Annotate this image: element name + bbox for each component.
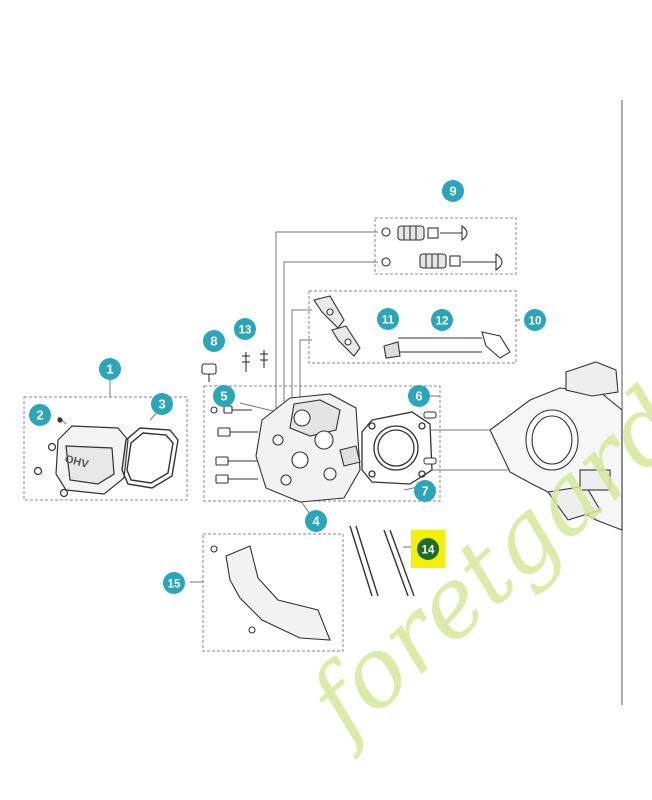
callout-circle: [29, 404, 51, 426]
callout-label: 14: [422, 545, 435, 557]
callout-circle: [99, 358, 121, 380]
group-box-4: [203, 385, 441, 502]
callout-circle: [408, 385, 430, 407]
callout-10: 10: [524, 309, 546, 331]
callout-9: 9: [442, 180, 464, 202]
callout-5: 5: [213, 385, 235, 407]
push-rods: [383, 331, 511, 359]
valve-springs: [381, 224, 503, 272]
callout-label: 13: [239, 325, 252, 337]
callout-label: 7: [421, 484, 428, 499]
callout-circle: [213, 385, 235, 407]
callout-12: 12: [431, 309, 453, 331]
cover-gasket: [121, 427, 179, 489]
callout-label: 1: [106, 362, 113, 377]
callout-label: 8: [210, 334, 217, 349]
group-box-15: [202, 533, 344, 652]
leader-9a: [275, 231, 378, 423]
callout-label: 9: [449, 184, 456, 199]
callout-circle: [414, 480, 436, 502]
callout-circle: [305, 510, 327, 532]
dowel-pins: [423, 411, 437, 465]
callout-label: 15: [168, 579, 181, 591]
callout-circle: [163, 572, 185, 594]
callout-2: 2: [29, 404, 51, 426]
cylinder-head: [255, 393, 361, 503]
callout-4: 4: [305, 510, 327, 532]
leader-10b: [299, 339, 312, 423]
callout-label: 12: [436, 316, 449, 328]
head-gasket: [361, 411, 433, 485]
head-studs: [349, 525, 415, 597]
callout-circle: [377, 308, 399, 330]
callout-label: 11: [382, 315, 395, 327]
callout-circle: [151, 393, 173, 415]
group-box-9: [374, 217, 517, 275]
callout-circle: [524, 309, 546, 331]
callout-label: 10: [529, 316, 542, 328]
leader-9b: [283, 261, 378, 423]
callout-8: 8: [203, 330, 225, 352]
callout-13: 13: [234, 318, 256, 340]
callout-label: 2: [36, 408, 43, 423]
callout-circle: [442, 180, 464, 202]
engine-block: [430, 361, 623, 531]
group-box-10: [308, 290, 517, 364]
callout-7: 7: [414, 480, 436, 502]
callout-circle: [417, 538, 439, 560]
callout-11: 11: [377, 308, 399, 330]
callout-label: 3: [158, 397, 165, 412]
head-cover: OHV: [33, 417, 129, 498]
head-bolts: [210, 405, 258, 484]
callout-15: 15: [163, 572, 185, 594]
callout-circle: [431, 309, 453, 331]
callout-label: 5: [220, 389, 227, 404]
rocker-arms: [313, 295, 361, 357]
callout-6: 6: [408, 385, 430, 407]
callout-3: 3: [151, 393, 173, 415]
callout-circle: [234, 318, 256, 340]
callout-14: 14: [411, 530, 445, 568]
group-box-1: [23, 396, 188, 501]
callout-1: 1: [99, 358, 121, 380]
callout-label: 4: [312, 514, 320, 529]
callout-label: 6: [415, 389, 422, 404]
leader-10a: [291, 309, 312, 423]
breather-and-studs: [201, 350, 268, 382]
callout-circle: [203, 330, 225, 352]
air-deflector: [210, 545, 331, 641]
